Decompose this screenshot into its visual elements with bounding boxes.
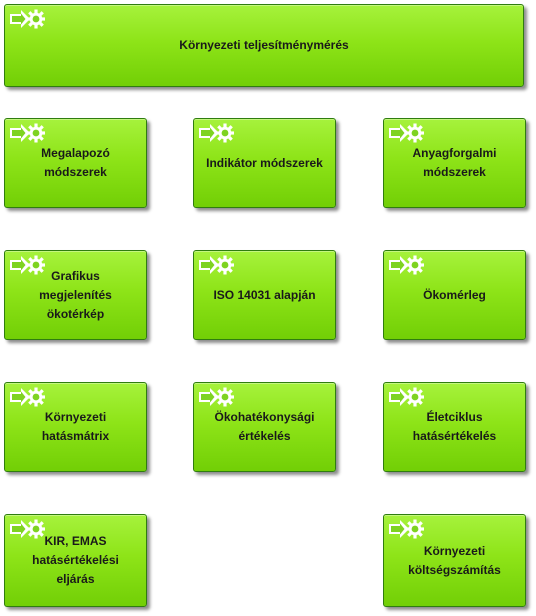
box-label: ISO 14031 alapján (213, 287, 316, 302)
box-foundational-methods: Megalapozó módszerek (4, 118, 147, 208)
box-environmental-impact-matrix: Környezeti hatásmátrix (4, 382, 147, 472)
box-graphical-ecomap: Grafikus megjelenítés ökotérkép (4, 250, 147, 340)
box-label: Grafikus megjelenítés ökotérkép (39, 268, 112, 321)
box-indicator-methods: Indikátor módszerek (193, 118, 336, 208)
box-eco-balance: Ökomérleg (383, 250, 526, 340)
box-label: Anyagforgalmi módszerek (412, 146, 497, 179)
box-label: Ökomérleg (423, 287, 486, 302)
box-ems-emas-procedure: KIR, EMAS hatásértékelési eljárás (4, 514, 147, 607)
process-arrow-gear-icon (388, 386, 424, 408)
box-label: KIR, EMAS hatásértékelési eljárás (32, 534, 119, 586)
box-label: Ökohatékonysági értékelés (214, 410, 315, 443)
box-label: Környezeti teljesítménymérés (179, 38, 349, 52)
process-arrow-gear-icon (9, 254, 45, 276)
box-label: Indikátor módszerek (206, 155, 323, 170)
box-life-cycle-impact-assessment: Életciklus hatásértékelés (383, 382, 526, 472)
process-arrow-gear-icon (198, 254, 234, 276)
box-label: Környezeti költségszámítás (408, 543, 501, 577)
process-arrow-gear-icon (388, 254, 424, 276)
process-arrow-gear-icon (9, 518, 45, 540)
box-eco-efficiency-evaluation: Ökohatékonysági értékelés (193, 382, 336, 472)
box-iso-14031: ISO 14031 alapján (193, 250, 336, 340)
process-arrow-gear-icon (388, 518, 424, 540)
process-arrow-gear-icon (9, 8, 45, 30)
box-material-flow-methods: Anyagforgalmi módszerek (383, 118, 526, 208)
box-label: Megalapozó módszerek (41, 146, 110, 179)
process-arrow-gear-icon (9, 386, 45, 408)
process-arrow-gear-icon (198, 122, 234, 144)
box-label: Környezeti hatásmátrix (41, 410, 110, 443)
box-environmental-costing: Környezeti költségszámítás (383, 514, 526, 607)
process-arrow-gear-icon (198, 386, 234, 408)
process-arrow-gear-icon (388, 122, 424, 144)
top-box-performance-measurement: Környezeti teljesítménymérés (4, 4, 524, 87)
process-arrow-gear-icon (9, 122, 45, 144)
box-label: Életciklus hatásértékelés (412, 410, 497, 443)
